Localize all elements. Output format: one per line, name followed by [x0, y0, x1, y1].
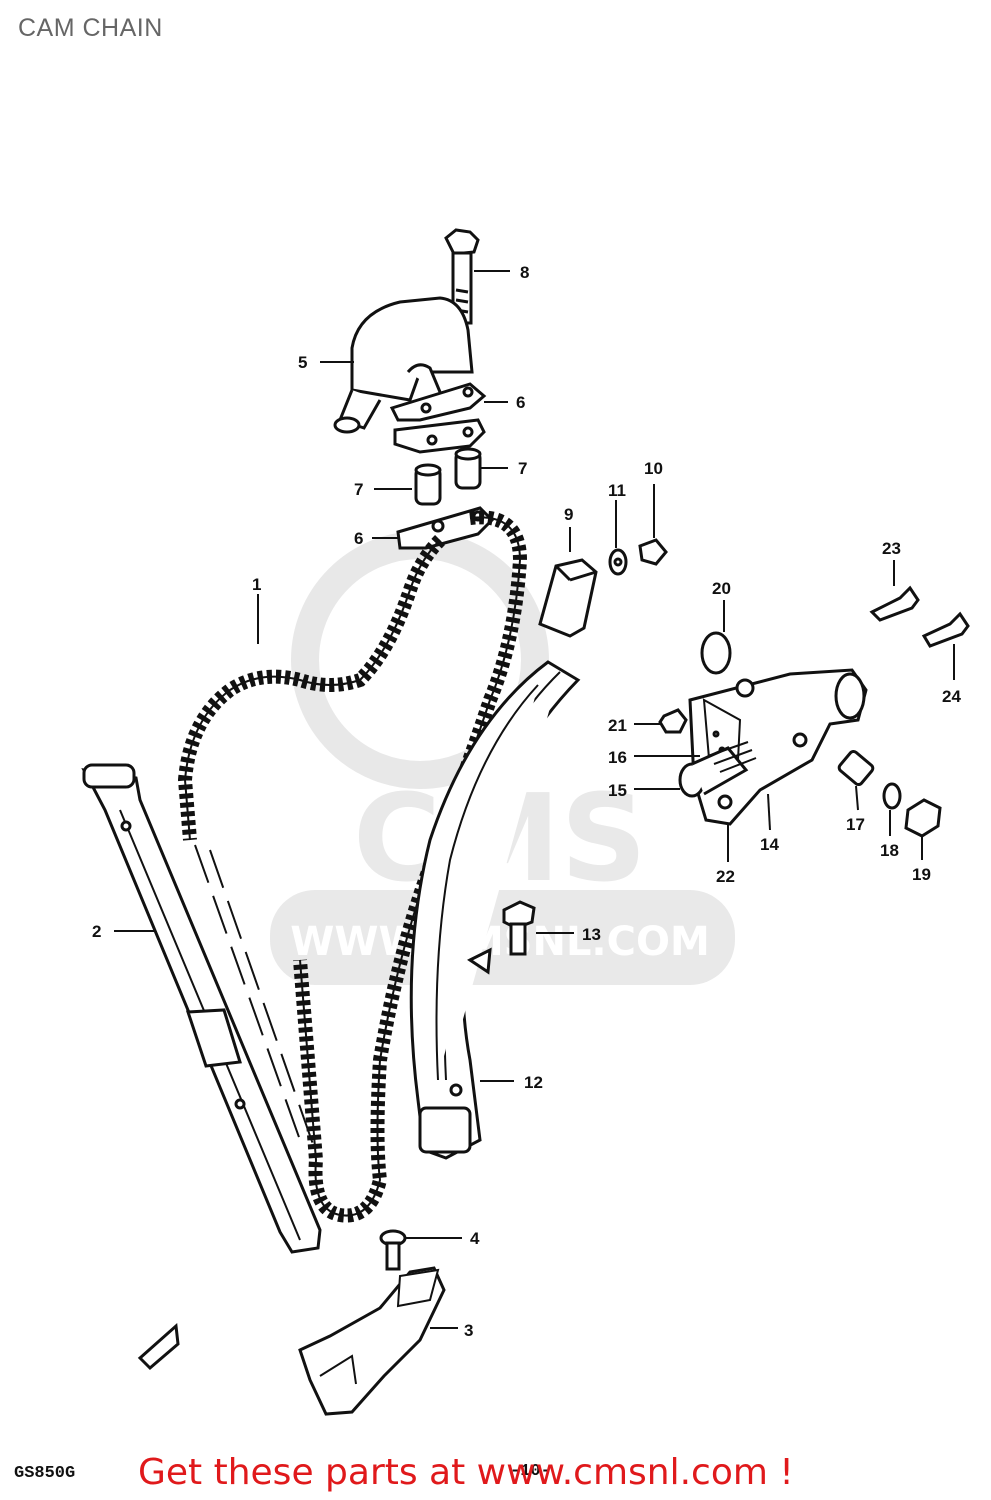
page-title: CAM CHAIN: [18, 14, 163, 42]
callout-7-left: 7: [354, 480, 363, 499]
part-5-upper-guide: [333, 296, 474, 434]
callout-22: 22: [716, 867, 735, 886]
callout-4: 4: [470, 1229, 480, 1248]
part-3-lower-guide: [298, 1266, 446, 1416]
footer-parts-link[interactable]: Get these parts at www.cmsnl.com !: [138, 1452, 794, 1493]
callout-21: 21: [608, 716, 627, 735]
callout-numbers: 8 5 6 7 7 6 1 2 9 11 10 13 12 20 21 16 1…: [92, 263, 961, 1340]
callout-6-upper: 6: [516, 393, 525, 412]
callout-5: 5: [298, 353, 307, 372]
leader-lines: [114, 270, 955, 1329]
callout-12: 12: [524, 1073, 543, 1092]
callout-14: 14: [760, 835, 779, 854]
callout-24: 24: [942, 687, 961, 706]
part-15-16-plunger: [678, 741, 757, 798]
callout-13: 13: [582, 925, 601, 944]
part-21-nut: [658, 708, 688, 734]
part-10-11-screw-washer: [608, 538, 668, 576]
callout-1: 1: [252, 575, 261, 594]
callout-3: 3: [464, 1321, 473, 1340]
page-number: -10-: [510, 1462, 551, 1481]
callout-17: 17: [846, 815, 865, 834]
part-20-o-ring: [700, 631, 732, 675]
callout-16: 16: [608, 748, 627, 767]
part-9-cushion: [538, 558, 598, 638]
part-17-18-19: [837, 749, 942, 838]
callout-10: 10: [644, 459, 663, 478]
part-7-spacers: [414, 447, 482, 506]
part-6-lower-plate: [396, 506, 495, 550]
part-12-front-guide: [409, 660, 581, 1160]
watermark-url: WWW.CMSNL.COM: [290, 919, 710, 965]
model-code: GS850G: [14, 1464, 76, 1483]
callout-11: 11: [608, 481, 626, 500]
callout-20: 20: [712, 579, 731, 598]
part-2-rear-guide: [81, 763, 322, 1254]
front-arrow-icon: [137, 1322, 180, 1371]
part-14-tensioner-body: [688, 668, 868, 826]
callout-15: 15: [608, 781, 627, 800]
callout-19: 19: [912, 865, 931, 884]
part-4-screw: [379, 1229, 407, 1271]
part-13-bolt: [502, 900, 536, 956]
callout-7-right: 7: [518, 459, 527, 478]
callout-9: 9: [564, 505, 573, 524]
part-23-24-bolts: [869, 585, 970, 648]
callout-8: 8: [520, 263, 529, 282]
cmsnl-watermark: CMS WWW.CMSNL.COM: [270, 531, 735, 985]
callout-6-lower: 6: [354, 529, 363, 548]
part-6-upper-plate: [389, 382, 487, 454]
callout-23: 23: [882, 539, 901, 558]
callout-2: 2: [92, 922, 101, 941]
callout-18: 18: [880, 841, 899, 860]
